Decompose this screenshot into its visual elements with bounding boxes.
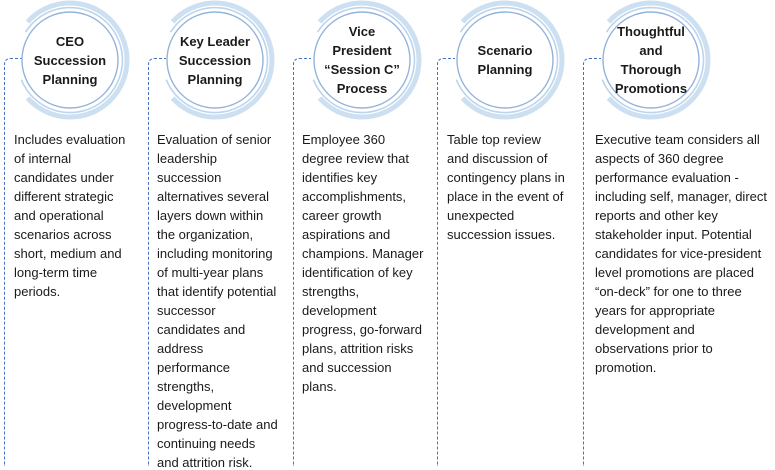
stage-circle-thorough-promotions: Thoughtful and Thorough Promotions [587, 0, 715, 124]
stage-title: CEO Succession Planning [33, 33, 107, 87]
stage-description: Executive team considers all aspects of … [595, 132, 767, 375]
stage-title: Thoughtful and Thorough Promotions [614, 24, 688, 96]
circle-ring-graphic [165, 0, 275, 120]
connector-dashed-bracket [148, 58, 166, 466]
stage-title: Vice President “Session C” Process [324, 24, 400, 96]
thick-arc [317, 0, 422, 120]
circle-outline [602, 11, 700, 109]
stage-description: Employee 360 degree review that identifi… [302, 132, 424, 394]
thin-arc [165, 6, 269, 114]
circle-outline [166, 11, 264, 109]
stage-description: Includes evaluation of internal candidat… [14, 132, 126, 299]
connector-dashed-bracket [4, 58, 22, 466]
connector-dashed-bracket [293, 58, 311, 466]
thick-arc [460, 0, 565, 120]
stage-title: Scenario Planning [477, 43, 533, 77]
circle-outline [456, 11, 554, 109]
circle-outline [313, 11, 411, 109]
stage-circle-scenario-planning: Scenario Planning [441, 0, 569, 124]
connector-dashed-bracket [437, 58, 455, 466]
thin-arc [455, 6, 559, 114]
stage-circle-key-leader-succession: Key Leader Succession Planning [151, 0, 279, 124]
thin-arc [312, 6, 416, 114]
thick-arc [25, 0, 130, 120]
circle-ring-graphic [312, 0, 422, 120]
circle-ring-graphic [455, 0, 565, 120]
stage-description: Table top review and discussion of conti… [447, 132, 565, 242]
stage-circle-session-c: Vice President “Session C” Process [298, 0, 426, 124]
connector-dashed-bracket [583, 58, 601, 466]
thick-arc [606, 0, 711, 120]
circle-ring-graphic [601, 0, 711, 120]
thin-arc [20, 6, 124, 114]
stage-circle-ceo-succession: CEO Succession Planning [6, 0, 134, 124]
stage-title: Key Leader Succession Planning [178, 33, 252, 87]
circle-outline [21, 11, 119, 109]
circle-ring-graphic [20, 0, 130, 120]
stage-description: Evaluation of senior leadership successi… [157, 132, 278, 470]
thin-arc [601, 6, 705, 114]
thick-arc [170, 0, 275, 120]
